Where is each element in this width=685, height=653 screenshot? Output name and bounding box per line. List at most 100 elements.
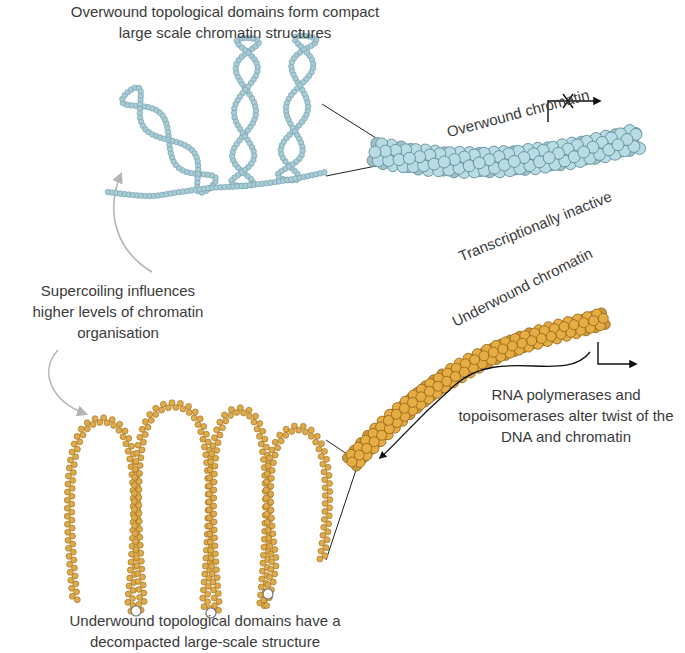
zoom-lines: [322, 104, 376, 560]
nucleosome-bead: [219, 425, 225, 431]
nucleosome-bead: [186, 403, 192, 409]
nucleosome-bead: [251, 419, 257, 425]
guide-path: [69, 405, 327, 613]
nucleosome-bead: [579, 318, 589, 328]
nucleosome-bead: [116, 427, 122, 433]
nucleosome-bead: [589, 316, 599, 326]
nucleosome-bead: [313, 439, 319, 445]
nucleosome-bead: [192, 409, 198, 415]
nucleosome-bead: [253, 413, 259, 419]
nucleosome-bead: [69, 449, 75, 455]
nucleosome-bead: [488, 347, 498, 357]
nucleosome-bead: [241, 410, 247, 416]
nucleosome-bead: [71, 441, 77, 447]
nucleosome-bead: [201, 604, 207, 610]
nucleosome-bead: [214, 427, 220, 433]
nucleosome-bead: [416, 392, 426, 402]
nucleosome-bead: [126, 435, 132, 441]
overwound-domains: [105, 33, 327, 199]
nucleosome-bead: [246, 413, 252, 419]
guide-path: [108, 172, 326, 196]
annotation-label: RNA polymerases and topoisomerases alter…: [444, 384, 685, 447]
nucleosome-bead: [612, 139, 624, 151]
nucleosome-bead: [180, 406, 186, 412]
leader-line: [326, 470, 356, 560]
nucleosome-bead: [308, 427, 314, 433]
nucleosome-bead: [78, 426, 84, 432]
nucleosome-bead: [543, 152, 555, 164]
nucleosome-bead: [277, 432, 283, 438]
nucleosome-bead: [546, 331, 556, 341]
nucleosome-bead: [246, 407, 252, 413]
nucleosome-bead: [197, 416, 203, 422]
nucleosome-bead: [201, 423, 207, 429]
annotation-label: Overwound topological domains form compa…: [55, 1, 395, 43]
annotation-label: Supercoiling influences higher levels of…: [23, 280, 213, 343]
nucleosome-bead: [123, 441, 129, 447]
nucleosome-bead: [316, 446, 322, 452]
nucleosome-bead: [205, 499, 211, 505]
nucleosome-bead: [84, 426, 90, 432]
nucleosome-bead: [135, 442, 141, 448]
nucleosome-bead: [300, 423, 306, 429]
nucleosome-bead: [256, 433, 262, 439]
cohesin-ring: [263, 589, 273, 599]
nucleosome-bead: [148, 417, 154, 423]
leader-line: [326, 166, 376, 176]
leader-line: [322, 104, 376, 138]
nucleosome-bead: [120, 434, 126, 440]
nucleosome-bead: [317, 556, 323, 562]
nucleosome-bead: [479, 351, 489, 361]
annotation-label: Overwound chromatin: [444, 84, 591, 142]
nucleosome-bead: [200, 436, 206, 442]
nucleosome-bead: [438, 156, 450, 168]
nucleosome-bead: [122, 428, 128, 434]
nucleosome-bead: [80, 432, 86, 438]
nucleosome-bead: [267, 455, 273, 461]
nucleosome-bead: [177, 400, 183, 406]
curved-arrow: [49, 350, 86, 414]
nucleosome-bead: [283, 426, 289, 432]
nucleosome-bead: [569, 320, 579, 330]
nucleosome-bead: [536, 333, 546, 343]
underwound-domains: [64, 400, 333, 618]
nucleosome-bead: [198, 429, 204, 435]
nucleosome-bead: [527, 336, 537, 346]
nucleosome-bead: [223, 418, 229, 424]
nucleosome-bead: [283, 432, 289, 438]
nucleosome-bead: [74, 433, 80, 439]
nucleosome-bead: [84, 420, 90, 426]
nucleosome-bead: [109, 417, 115, 423]
nucleosome-bead: [186, 410, 192, 416]
nucleosome-bead: [145, 424, 151, 430]
nucleosome-bead: [517, 338, 527, 348]
nucleosome-bead: [153, 411, 159, 417]
nucleosome-bead: [470, 355, 480, 365]
nucleosome-bead: [117, 421, 123, 427]
annotation-label: Underwound topological domains have a de…: [40, 610, 370, 652]
nucleosome-bead: [77, 439, 83, 445]
nucleosome-bead: [211, 435, 217, 441]
nucleosome-bead: [578, 146, 590, 158]
nucleosome-bead: [210, 443, 216, 449]
nucleosome-bead: [314, 433, 320, 439]
bent-arrow: [598, 342, 636, 364]
nucleosome-bead: [369, 146, 381, 158]
nucleosome-bead: [347, 457, 357, 467]
nucleosome-bead: [559, 322, 569, 332]
nucleosome-bead: [221, 412, 227, 418]
nucleosome-bead: [191, 415, 197, 421]
nucleosome-bead: [275, 445, 281, 451]
nucleosome-bead: [254, 426, 260, 432]
nucleosome-bead: [319, 441, 325, 447]
nucleosome-bead: [264, 603, 270, 609]
nucleosome-bead: [111, 422, 117, 428]
nucleosome-bead: [498, 344, 508, 354]
nucleosome-bead: [139, 426, 145, 432]
nucleosome-bead: [269, 447, 275, 453]
nucleosome-bead: [403, 152, 415, 164]
nucleosome-bead: [308, 433, 314, 439]
nucleosome-bead: [272, 439, 278, 445]
nucleosome-bead: [267, 574, 273, 580]
